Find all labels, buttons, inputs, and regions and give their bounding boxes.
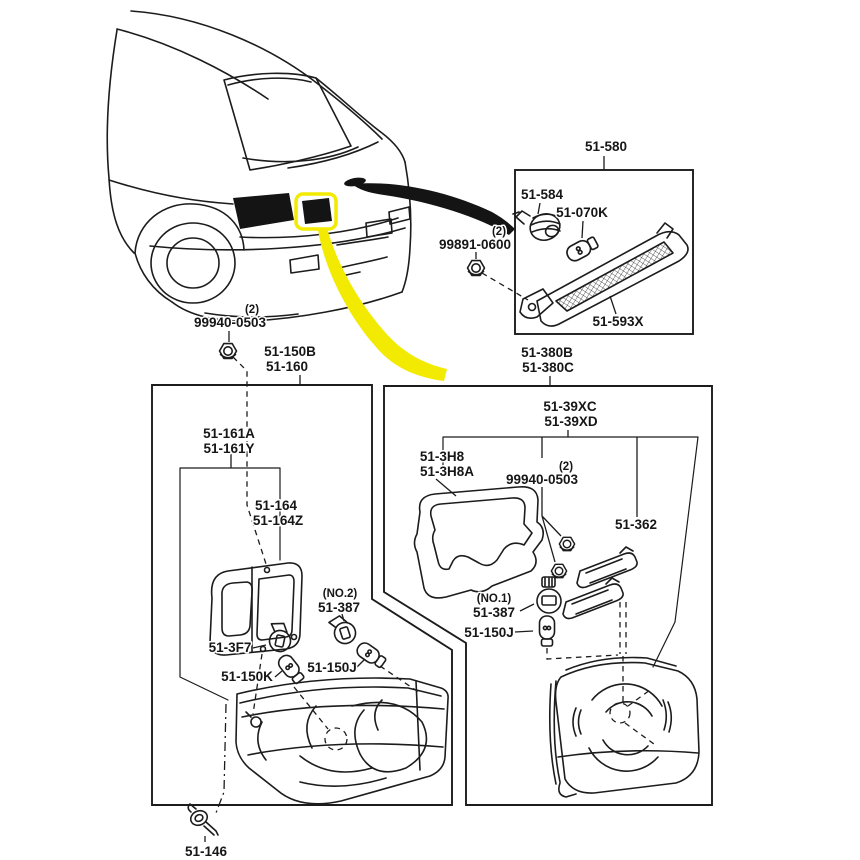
label-retainer: 51-362 bbox=[615, 517, 657, 532]
retainer-icon bbox=[576, 546, 638, 589]
inner-lamp-drawing bbox=[548, 656, 700, 798]
label-inner-lamp-a: 51-380B bbox=[521, 345, 573, 360]
nut-icon bbox=[550, 563, 568, 579]
socket-icon-no1 bbox=[536, 576, 562, 614]
label-outer-lamp-a: 51-150B bbox=[264, 344, 316, 359]
label-gasket-outer-b: 51-164Z bbox=[253, 513, 303, 528]
bulb-icon-150j-right bbox=[538, 615, 556, 647]
label-gasket-inner-b: 51-3H8A bbox=[420, 464, 474, 479]
label-gasket-outer-a: 51-164 bbox=[255, 498, 298, 513]
label-nut-qty-right: (2) bbox=[559, 461, 573, 473]
right-taillight-shape bbox=[302, 198, 332, 224]
inner-gasket-drawing bbox=[413, 485, 544, 599]
label-body-a: 51-161A bbox=[203, 426, 255, 441]
label-bracket-b: 51-39XD bbox=[544, 414, 598, 429]
label-high-mount-socket: 51-584 bbox=[521, 187, 564, 202]
bulb-icon-150k bbox=[275, 651, 307, 687]
label-nut-qty-left: (2) bbox=[245, 304, 259, 316]
label-bulb-150j-left: 51-150J bbox=[307, 660, 357, 675]
inner-lamp-box bbox=[383, 385, 713, 806]
label-inner-lamp-b: 51-380C bbox=[522, 360, 574, 375]
label-socket-3f7: 51-3F7 bbox=[209, 640, 252, 655]
label-high-mount-assembly: 51-580 bbox=[585, 139, 627, 154]
left-taillight-shape bbox=[233, 193, 294, 229]
label-bulb-150k: 51-150K bbox=[221, 669, 273, 684]
label-socket-no1: 51-387 bbox=[473, 605, 515, 620]
hmsl-bulb-icon bbox=[563, 233, 601, 265]
label-nut-left: 99940-0503 bbox=[194, 315, 267, 330]
body-sub-box bbox=[179, 467, 281, 701]
nut-icon bbox=[558, 536, 576, 552]
outer-gasket-drawing bbox=[209, 562, 303, 656]
label-socket-no2: 51-387 bbox=[318, 600, 360, 615]
bulb-hole-mark bbox=[609, 702, 631, 724]
outer-lamp-box bbox=[151, 384, 453, 806]
label-nut-top: 99891-0600 bbox=[439, 237, 511, 252]
pointer-arrow bbox=[352, 183, 515, 235]
label-outer-lamp-b: 51-160 bbox=[266, 359, 308, 374]
label-nut-right: 99940-0503 bbox=[506, 472, 579, 487]
assembly-dashes bbox=[232, 272, 655, 745]
highlight-arrow bbox=[318, 228, 447, 381]
leader-lines bbox=[204, 156, 638, 842]
label-nut-qty-top: (2) bbox=[492, 226, 506, 238]
highlight-outline bbox=[294, 192, 338, 231]
label-body-b: 51-161Y bbox=[203, 441, 254, 456]
screw-alignment-line bbox=[215, 703, 227, 814]
label-socket-no2-qty: (NO.2) bbox=[323, 588, 358, 600]
outer-lens-drawing bbox=[235, 677, 449, 805]
bulb-hole-mark bbox=[324, 727, 348, 751]
label-high-mount-bulb: 51-070K bbox=[556, 205, 608, 220]
label-socket-no1-qty: (NO.1) bbox=[477, 593, 512, 605]
car-rear-view bbox=[106, 10, 412, 322]
hmsl-socket-icon bbox=[512, 210, 561, 242]
label-bracket-a: 51-39XC bbox=[543, 399, 597, 414]
label-gasket-inner-a: 51-3H8 bbox=[420, 449, 465, 464]
nut-icon bbox=[218, 342, 238, 360]
hmsl-drawing bbox=[519, 222, 689, 327]
screw-icon bbox=[187, 803, 219, 836]
label-high-mount-lamp: 51-593X bbox=[592, 314, 643, 329]
part-labels: 51-580 51-584 51-070K 51-593X (2) 99891-… bbox=[183, 138, 658, 860]
bracket-sub-box bbox=[442, 436, 699, 668]
label-screw: 51-146 bbox=[185, 844, 228, 859]
label-bulb-150j-right: 51-150J bbox=[464, 625, 514, 640]
